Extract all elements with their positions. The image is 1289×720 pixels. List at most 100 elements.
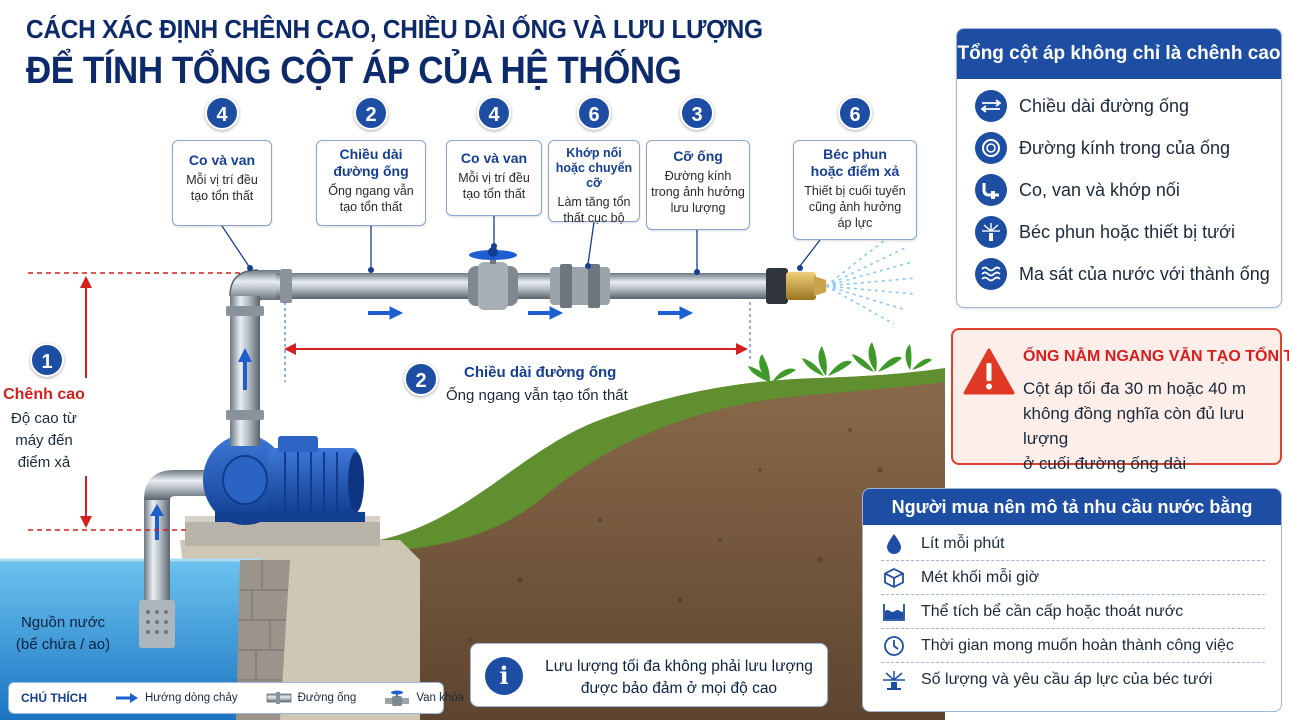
callout-coupling: Khớp nối hoặc chuyển cỡ Làm tăng tổn thấ… <box>548 140 640 225</box>
total-head-panel-header: Tổng cột áp không chỉ là chênh cao <box>957 29 1281 79</box>
callout-desc-line: áp lực <box>837 216 873 230</box>
callout-desc-line: Mỗi vị trí đều <box>186 173 258 187</box>
total-head-item-label: Béc phun hoặc thiết bị tưới <box>1019 221 1235 242</box>
total-head-item: Ma sát của nước với thành ống <box>975 257 1270 291</box>
total-head-item-label: Chiều dài đường ống <box>1019 95 1189 116</box>
total-head-item: Béc phun hoặc thiết bị tưới <box>975 215 1235 249</box>
total-head-item-label: Ma sát của nước với thành ống <box>1019 263 1270 284</box>
info-note-text: Lưu lượng tối đa không phải lưu lượng đư… <box>537 656 821 700</box>
callout-desc-line: tạo tổn thất <box>462 187 526 201</box>
horizontal-loss-warning-panel: ỐNG NẰM NGANG VẪN TẠO TỔN THẤT Cột áp tố… <box>951 328 1289 473</box>
page-title-line2: ĐỂ TÍNH TỔNG CỘT ÁP CỦA HỆ THỐNG <box>26 50 682 92</box>
callout-title: Khớp nối hoặc chuyển cỡ <box>555 146 633 190</box>
buyer-needs-item-label: Mét khối mỗi giờ <box>921 568 1040 586</box>
callout-title: Béc phun hoặc điểm xả <box>810 146 900 179</box>
buyer-needs-item: Mét khối mỗi giờ <box>881 561 1265 595</box>
total-head-panel: Tổng cột áp không chỉ là chênh cao Chiều… <box>956 28 1282 308</box>
total-head-item-label: Co, van và khớp nối <box>1019 179 1180 200</box>
water-drop-icon <box>881 531 907 557</box>
legend: CHÚ THÍCH Hướng dòng chảy Đường ống Van … <box>8 682 464 714</box>
info-icon: i <box>485 657 523 695</box>
fitting-icon <box>975 174 1007 206</box>
flow-info-note: i Lưu lượng tối đa không phải lưu lượng … <box>470 643 828 707</box>
buyer-needs-item-label: Lít mỗi phút <box>921 534 1005 552</box>
callout-desc: Làm tăng tổn thất cục bộ <box>553 194 635 226</box>
total-head-item: Co, van và khớp nối <box>975 173 1180 207</box>
sprinkler-icon <box>881 667 907 693</box>
pipe-length-title: Chiều dài đường ống <box>464 364 617 381</box>
warning-text-line: Cột áp tối đa 30 m hoặc 40 m <box>1023 379 1247 398</box>
water-waves-icon <box>975 258 1007 290</box>
callout-desc-line: trong ảnh hưởng <box>651 185 745 199</box>
cube-icon <box>881 565 907 591</box>
page-title-line1: CÁCH XÁC ĐỊNH CHÊNH CAO, CHIỀU DÀI ỐNG V… <box>26 14 763 44</box>
water-source-line: Nguồn nước <box>20 614 106 631</box>
callout-desc-line: tạo tổn thất <box>339 200 403 214</box>
buyer-needs-item: Lít mỗi phút <box>881 527 1265 561</box>
water-source-label: Nguồn nước (bể chứa / ao) <box>8 612 118 656</box>
legend-item-label: Hướng dòng chảy <box>145 692 238 704</box>
pipe-length-desc: Ống ngang vẫn tạo tổn thất <box>446 387 628 404</box>
clock-icon <box>881 633 907 659</box>
buyer-needs-item-label: Số lượng và yêu cầu áp lực của béc tưới <box>921 671 1213 688</box>
buyer-needs-item-label: Thể tích bể cần cấp hoặc thoát nước <box>921 602 1184 620</box>
buyer-needs-panel: Người mua nên mô tả nhu cầu nước bằng Lí… <box>862 488 1282 712</box>
legend-item: Đường ống <box>266 692 357 704</box>
callout-desc: Mỗi vị trí đều tạo tổn thất <box>177 172 267 204</box>
buyer-needs-item: Số lượng và yêu cầu áp lực của béc tưới <box>881 663 1265 697</box>
pipe-icon <box>266 692 292 704</box>
warning-text: Cột áp tối đa 30 m hoặc 40 m không đồng … <box>1023 376 1280 476</box>
callout-badge: 4 <box>477 96 511 130</box>
legend-title: CHÚ THÍCH <box>21 691 87 705</box>
legend-item-label: Đường ống <box>297 692 357 704</box>
elevation-desc: Độ cao từ máy đến điểm xả <box>2 408 86 474</box>
buyer-needs-item-label: Thời gian mong muốn hoàn thành công việc <box>921 636 1234 654</box>
callout-desc-line: Thiết bị cuối tuyến <box>804 184 906 198</box>
tank-level-icon <box>881 599 907 625</box>
pipe-length-badge: 2 <box>404 362 438 396</box>
callout-desc-line: cũng ảnh hưởng <box>808 200 902 214</box>
warning-icon <box>963 348 1015 401</box>
elevation-title: Chênh cao <box>3 386 85 403</box>
callout-badge: 4 <box>205 96 239 130</box>
callout-desc-line: Đường kính <box>664 169 732 183</box>
pipe-length-label: Chiều dài đường ống Ống ngang vẫn tạo tổ… <box>446 364 628 404</box>
callout-pipe-size: Cỡ ống Đường kính trong ảnh hưởng lưu lư… <box>646 140 750 230</box>
callout-pipe-length: Chiều dài đường ống Ống ngang vẫn tạo tổ… <box>316 140 426 226</box>
callout-nozzle: Béc phun hoặc điểm xả Thiết bị cuối tuyế… <box>793 140 917 240</box>
total-head-item: Đường kính trong của ống <box>975 131 1230 165</box>
elevation-desc-line: điểm xả <box>17 454 71 471</box>
water-source-line: (bể chứa / ao) <box>15 636 111 653</box>
pipe-diameter-icon <box>975 132 1007 164</box>
buyer-needs-item: Thể tích bể cần cấp hoặc thoát nước <box>881 595 1265 629</box>
callout-desc-line: lưu lượng <box>670 201 726 215</box>
callout-desc-line: thất cục bộ <box>563 211 625 225</box>
callout-desc-line: Mỗi vị trí đều <box>458 171 530 185</box>
info-note-line: Lưu lượng tối đa không phải lưu lượng <box>545 658 813 675</box>
legend-item: Hướng dòng chảy <box>115 692 238 704</box>
callout-desc: Thiết bị cuối tuyến cũng ảnh hưởng áp lự… <box>798 183 912 231</box>
callout-title: Co và van <box>460 150 528 166</box>
buyer-needs-item: Thời gian mong muốn hoàn thành công việc <box>881 629 1265 663</box>
warning-title: ỐNG NẰM NGANG VẪN TẠO TỔN THẤT <box>1023 348 1289 365</box>
elevation-desc-line: Độ cao từ <box>11 410 77 427</box>
callout-badge: 3 <box>680 96 714 130</box>
callout-badge: 6 <box>838 96 872 130</box>
callout-badge: 6 <box>577 96 611 130</box>
callout-badge: 2 <box>354 96 388 130</box>
callout-valve: Co và van Mỗi vị trí đều tạo tổn thất <box>446 140 542 216</box>
double-arrow-icon <box>975 90 1007 122</box>
valve-icon <box>385 690 410 706</box>
buyer-needs-panel-header: Người mua nên mô tả nhu cầu nước bằng <box>863 489 1281 525</box>
elevation-desc-line: máy đến <box>15 432 73 449</box>
info-note-line: được bảo đảm ở mọi độ cao <box>580 680 778 697</box>
callout-title: Chiều dài đường ống <box>333 146 409 179</box>
warning-text-line: ở cuối đường ống dài <box>1023 454 1187 473</box>
warning-text-line: không đồng nghĩa còn đủ lưu lượng <box>1023 404 1245 448</box>
callout-desc-line: Làm tăng tổn <box>557 195 631 209</box>
sprinkler-icon <box>975 216 1007 248</box>
callout-desc: Mỗi vị trí đều tạo tổn thất <box>451 170 537 202</box>
legend-item: Van khóa <box>384 690 464 706</box>
callout-title: Cỡ ống <box>673 148 723 164</box>
